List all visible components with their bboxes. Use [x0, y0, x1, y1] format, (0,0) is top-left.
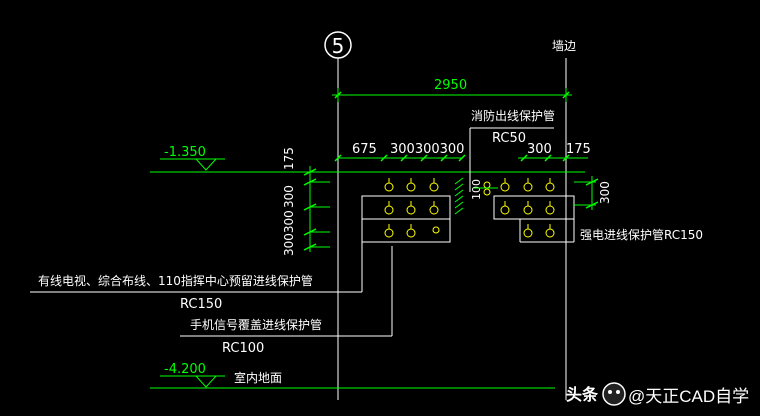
dim-300-right-text: 300	[527, 142, 552, 157]
dim-175-right-text: 175	[566, 142, 591, 157]
pipe-icon	[406, 228, 416, 238]
fire-callout: 消防出线保护管 RC50	[469, 108, 555, 192]
pipe-icon	[429, 205, 439, 215]
pipe-icon	[545, 205, 555, 215]
pipe-icon	[384, 205, 394, 215]
mid-hatch	[454, 177, 464, 215]
elevation-bottom-marker	[160, 375, 225, 388]
power-label: 强电进线保护管RC150	[580, 227, 703, 242]
pipe-box-left	[361, 195, 451, 292]
watermark-prefix: 头条	[566, 385, 599, 404]
wall-edge-label: 墙边	[552, 39, 576, 53]
pipe-icon	[429, 182, 439, 192]
mid-pipe-pair	[474, 181, 498, 196]
elevation-bottom-text: -4.200	[164, 362, 206, 377]
watermark: 头条 @天正CAD自学	[566, 382, 749, 406]
dimension-row-top-left	[334, 154, 466, 162]
pipe-icon	[406, 205, 416, 215]
fire-size: RC50	[492, 131, 526, 146]
pipe-icon	[523, 228, 533, 238]
mobile-size: RC100	[222, 341, 264, 356]
axis-label: 5	[332, 34, 345, 58]
dimension-left-vertical	[303, 166, 330, 252]
watermark-avatar-icon	[602, 382, 626, 406]
dim-300300-left-text: 300300	[282, 210, 296, 256]
pipe-icon	[545, 228, 555, 238]
pipe-icon	[545, 182, 555, 192]
pipe-icon	[523, 182, 533, 192]
cable-callout: 有线电视、综合布线、110指挥中心预留进线保护管 RC150	[30, 273, 362, 312]
pipe-icon	[500, 182, 510, 192]
pipe-icon	[432, 226, 440, 234]
axis-marker-5: 5	[324, 31, 352, 59]
pipe-icon	[500, 205, 510, 215]
dimension-total	[332, 88, 572, 102]
mobile-callout: 手机信号覆盖进线保护管 RC100	[180, 246, 393, 356]
dimension-right-vertical	[574, 176, 599, 210]
pipe-icon	[384, 182, 394, 192]
cable-size: RC150	[180, 297, 222, 312]
dim-total-text: 2950	[434, 78, 467, 93]
dim-175-left-text: 175	[282, 147, 296, 170]
pipe-icon	[406, 182, 416, 192]
pipe-group-right	[500, 178, 555, 238]
pipe-icon	[523, 205, 533, 215]
dim-300-left-text: 300	[282, 185, 296, 208]
dim-300-right-vert-text: 300	[598, 181, 612, 204]
watermark-handle: @天正CAD自学	[628, 387, 749, 406]
dim-100-text: 100	[470, 179, 483, 200]
dimension-row-top-right	[518, 154, 588, 162]
elevation-top-text: -1.350	[164, 145, 206, 160]
indoor-floor-label: 室内地面	[234, 370, 282, 385]
dim-675-text: 675	[352, 142, 377, 157]
pipe-group-left	[384, 178, 440, 238]
pipe-box-right	[493, 195, 575, 243]
mobile-label: 手机信号覆盖进线保护管	[190, 317, 322, 332]
cable-label: 有线电视、综合布线、110指挥中心预留进线保护管	[38, 273, 313, 288]
elevation-top-marker	[160, 158, 225, 171]
pipe-icon	[384, 228, 394, 238]
dim-300300300-text: 300300300	[390, 142, 464, 157]
fire-label: 消防出线保护管	[471, 108, 555, 123]
